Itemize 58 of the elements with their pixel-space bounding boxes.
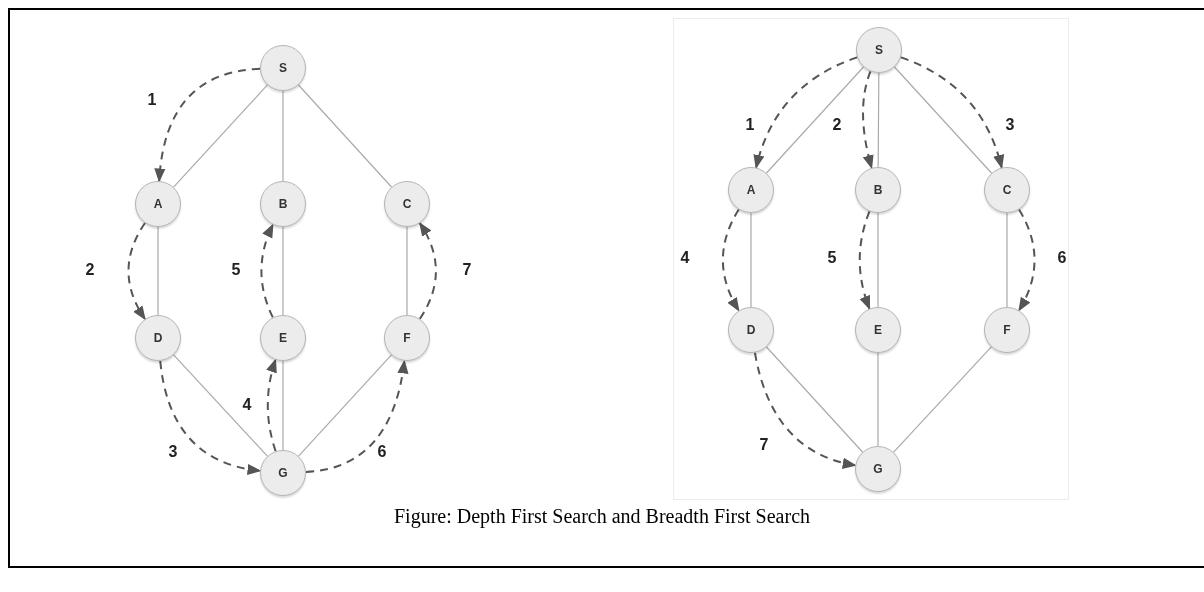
edge-label: 6 [1056,250,1068,266]
edge-line [282,360,284,451]
edge-line [877,352,879,447]
edge-line [282,226,284,316]
graph-node: C [984,167,1030,213]
edge-line [750,212,752,308]
dashed-arrow [721,208,740,312]
edge-label: 7 [461,262,473,278]
graph-node: E [260,315,306,361]
dashed-arrow [154,67,261,183]
edge-line [173,354,268,457]
graph-node: B [260,181,306,227]
edge-label: 1 [744,117,756,133]
graph-node: A [728,167,774,213]
dashed-arrow [127,221,146,321]
edge-line [406,226,408,316]
edge-label: 5 [230,262,242,278]
graph-node: S [260,45,306,91]
edge-line [1006,212,1008,308]
dashed-arrow [418,221,437,320]
edge-label: 6 [376,444,388,460]
edge-line [172,84,269,188]
graph-node: S [856,27,902,73]
graph-node: G [260,450,306,496]
edge-label: 2 [84,262,96,278]
edge-label: 1 [146,92,158,108]
edge-label: 3 [1004,117,1016,133]
edge-label: 4 [679,250,691,266]
caption: Figure: Depth First Search and Breadth First Search [393,504,811,530]
edge-line [765,66,865,174]
dashed-arrow [1018,208,1036,312]
edge-line [893,66,993,174]
edge-line [893,346,992,453]
graph-node: F [384,315,430,361]
graph-node: D [135,315,181,361]
edge-label: 2 [831,117,843,133]
dashed-arrow [305,359,409,473]
graph-node: E [855,307,901,353]
edge-line [282,90,284,182]
graph-node: G [855,446,901,492]
edge-line [877,212,879,308]
dashed-arrow [753,351,857,469]
edge-label: 3 [167,444,179,460]
dashed-arrow [260,223,274,319]
graph-node: F [984,307,1030,353]
graph-node: C [384,181,430,227]
edge-label: 5 [826,250,838,266]
graph-node: D [728,307,774,353]
edge-line [297,354,393,457]
graph-node: A [135,181,181,227]
edge-line [157,226,159,316]
edge-label: 7 [758,437,770,453]
dashed-arrow [159,359,262,475]
edge-label: 4 [241,397,253,413]
edge-line [297,84,393,188]
edge-line [877,72,880,168]
graph-node: B [855,167,901,213]
edge-line [765,346,864,453]
